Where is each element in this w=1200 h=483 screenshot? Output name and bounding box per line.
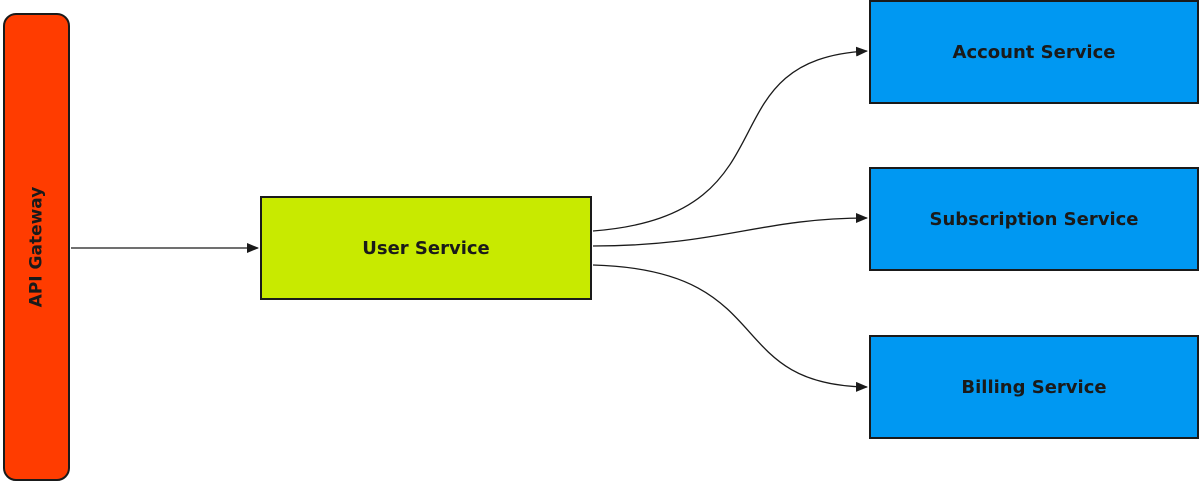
user-service-node[interactable]: User Service [260,196,592,300]
subscription-service-label: Subscription Service [929,208,1139,230]
billing-service-node[interactable]: Billing Service [869,335,1199,439]
billing-service-label: Billing Service [961,376,1107,398]
account-service-node[interactable]: Account Service [869,0,1199,104]
api-gateway-node[interactable]: API Gateway [3,13,70,481]
edge-user-service-to-subscription-service [592,213,868,247]
api-gateway-label: API Gateway [26,186,47,308]
edge-user-service-to-account-service [592,46,868,232]
account-service-label: Account Service [952,41,1116,63]
subscription-service-node[interactable]: Subscription Service [869,167,1199,271]
edge-user-service-to-billing-service [592,264,868,392]
user-service-label: User Service [362,237,490,259]
